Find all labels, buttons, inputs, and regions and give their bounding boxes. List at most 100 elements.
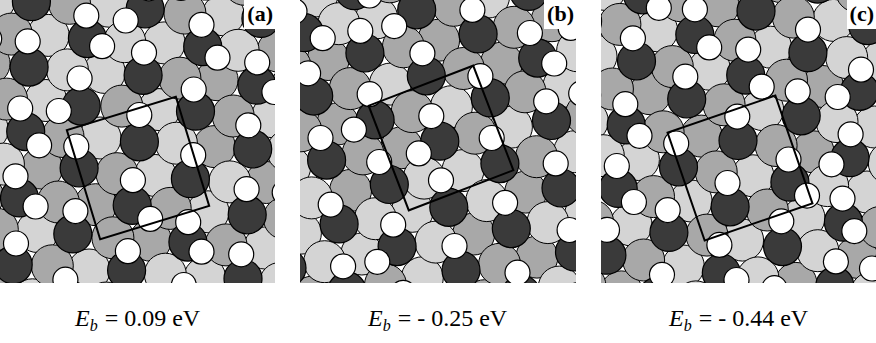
atom xyxy=(613,92,638,117)
atom xyxy=(64,134,89,159)
atom xyxy=(557,218,576,243)
atom xyxy=(830,186,855,211)
atom xyxy=(682,0,707,22)
atom xyxy=(113,8,138,33)
atom xyxy=(132,40,157,65)
atom xyxy=(341,117,366,142)
atom xyxy=(673,64,698,89)
atom xyxy=(823,249,848,274)
atom xyxy=(300,61,321,86)
atom xyxy=(785,79,810,104)
atom xyxy=(90,34,115,59)
atom xyxy=(245,50,270,75)
binding-energy: Eb= - 0.25 eV xyxy=(368,305,507,335)
atom-panel xyxy=(0,0,275,283)
energy-symbol: E xyxy=(75,305,90,331)
atom xyxy=(242,0,275,37)
atom xyxy=(842,219,867,244)
atom xyxy=(481,145,519,183)
atom xyxy=(382,14,407,39)
atom xyxy=(308,126,333,151)
binding-energy: Eb = - 0.44 eV xyxy=(669,305,808,335)
atom xyxy=(796,17,821,42)
atom xyxy=(120,123,158,161)
energy-symbol: E xyxy=(669,305,684,331)
binding-energy: Eb = 0.09 eV xyxy=(75,305,200,335)
atom xyxy=(262,80,275,105)
unit-cell xyxy=(67,97,209,239)
atom xyxy=(749,74,774,99)
atom xyxy=(234,177,259,202)
atom xyxy=(365,249,390,274)
atom xyxy=(236,113,261,138)
atom xyxy=(655,198,680,223)
atom xyxy=(460,0,485,22)
atom xyxy=(517,21,542,46)
atom xyxy=(646,0,671,20)
atom xyxy=(229,242,254,267)
atom xyxy=(300,249,306,283)
atom xyxy=(391,280,416,283)
atom xyxy=(849,57,874,82)
atom xyxy=(12,0,50,21)
atom xyxy=(493,190,518,215)
atom xyxy=(348,18,373,43)
atom xyxy=(169,0,194,1)
atom xyxy=(736,37,761,62)
panel-label: (b) xyxy=(544,0,576,29)
atom xyxy=(510,0,548,10)
atom xyxy=(189,12,214,37)
atom xyxy=(46,99,71,124)
atom xyxy=(176,210,201,235)
atom xyxy=(569,81,576,106)
energy-value: = 0.09 eV xyxy=(105,305,201,331)
atom xyxy=(138,206,163,231)
atom xyxy=(272,180,275,205)
atom xyxy=(715,171,740,196)
energy-subscript: b xyxy=(383,317,391,334)
atom xyxy=(543,151,568,176)
atom xyxy=(381,212,406,237)
atom xyxy=(67,66,92,91)
atom xyxy=(505,260,530,283)
atom xyxy=(189,239,214,264)
atom xyxy=(799,0,837,3)
atom xyxy=(601,2,602,40)
atom xyxy=(74,3,99,28)
atom xyxy=(838,122,863,147)
atom xyxy=(769,209,794,234)
atom xyxy=(868,142,876,184)
energy-subscript: b xyxy=(684,317,692,334)
atom xyxy=(23,194,48,219)
atom xyxy=(181,77,206,102)
atom xyxy=(419,104,444,129)
unit-cell xyxy=(668,96,813,241)
atom xyxy=(601,217,620,242)
panel-label: (a) xyxy=(244,0,275,29)
atom xyxy=(819,152,844,177)
atom xyxy=(15,29,40,54)
atom xyxy=(621,190,646,215)
atom xyxy=(620,26,645,51)
atom xyxy=(205,45,230,70)
atom xyxy=(120,168,145,193)
atom xyxy=(357,0,382,8)
atom xyxy=(724,268,749,284)
atom xyxy=(318,192,343,217)
atom xyxy=(492,210,530,248)
panel-label: (c) xyxy=(847,0,876,29)
atom xyxy=(442,234,467,259)
atom xyxy=(63,199,88,224)
atom xyxy=(53,267,78,283)
atom xyxy=(825,85,850,110)
atom xyxy=(565,283,576,284)
atom xyxy=(410,41,435,66)
energy-value: = - 0.44 eV xyxy=(699,305,809,331)
energy-subscript: b xyxy=(90,317,98,334)
atom xyxy=(171,273,196,284)
atom xyxy=(4,231,29,256)
atom xyxy=(429,168,454,193)
atom xyxy=(136,0,161,1)
atom xyxy=(8,96,33,121)
